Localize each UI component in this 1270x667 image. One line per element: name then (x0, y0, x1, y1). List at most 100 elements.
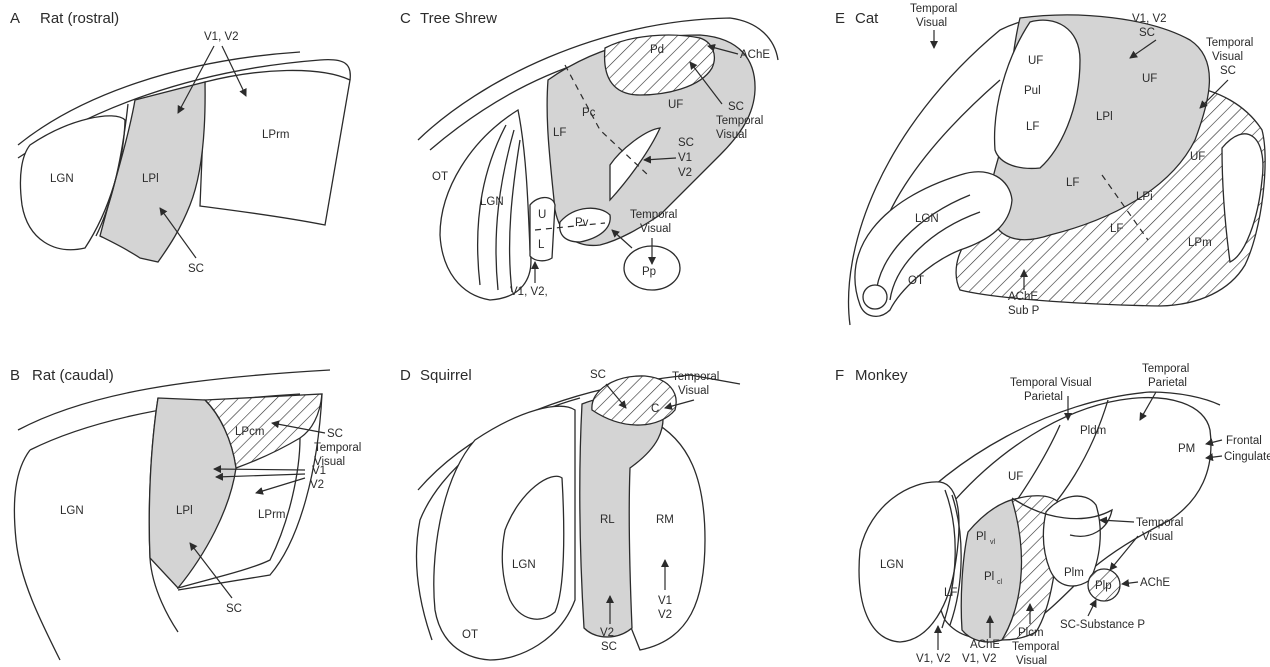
label-lgn: LGN (880, 559, 904, 571)
label-v2: V2 (310, 479, 324, 491)
label-visual: Visual (678, 385, 709, 397)
label-plc-main: Pl (984, 571, 994, 583)
label-lpi: LPi (1136, 191, 1153, 203)
label-v1v2b: V1, V2 (962, 653, 997, 665)
label-lf: LF (553, 127, 566, 139)
label-lpl: LPl (176, 505, 193, 517)
label-sc1: SC (728, 101, 744, 113)
label-rm: RM (656, 514, 674, 526)
label-uf: UF (668, 99, 683, 111)
label-plv-sub: vl (990, 539, 996, 546)
panel-c: C Tree Shrew Pd AChE SC Temporal Visual … (400, 10, 778, 300)
label-temporal: Temporal (672, 371, 719, 383)
label-sc-top: SC (590, 369, 606, 381)
label-temporal3: Temporal (1012, 641, 1059, 653)
label-lgn: LGN (60, 505, 84, 517)
label-uf1: UF (1028, 55, 1043, 67)
label-temporal1: Temporal (716, 115, 763, 127)
label-ache-right: AChE (1140, 577, 1170, 589)
label-cingulate: Cingulate (1224, 451, 1270, 463)
label-lgn: LGN (50, 173, 74, 185)
label-plv-main: Pl (976, 531, 986, 543)
label-plcm: Plcm (1018, 627, 1044, 639)
panel-f-letter: F (835, 367, 844, 384)
label-pul: Pul (1024, 85, 1041, 97)
panel-e-letter: E (835, 10, 845, 27)
panel-e-title: Cat (855, 10, 879, 27)
label-v1: V1 (658, 595, 672, 607)
label-pv: Pv (575, 217, 589, 229)
label-v2: V2 (678, 167, 692, 179)
label-subp: Sub P (1008, 305, 1040, 317)
label-pd: Pd (650, 44, 664, 56)
label-ache: AChE (970, 639, 1000, 651)
panel-a-letter: A (10, 10, 20, 27)
label-lgn: LGN (480, 196, 504, 208)
label-lgn: LGN (512, 559, 536, 571)
lprm-region (200, 70, 350, 225)
label-pc: Pc (582, 107, 596, 119)
panel-b: B Rat (caudal) LPcm SC Temporal Visual L… (10, 367, 361, 660)
label-v1v2: V1, V2, (510, 286, 548, 298)
label-v2b: V2 (658, 609, 672, 621)
label-sc-top: SC (327, 428, 343, 440)
panel-c-letter: C (400, 10, 411, 27)
label-pldm: Pldm (1080, 425, 1106, 437)
label-temporal: Temporal (314, 442, 361, 454)
label-plc-sub: cl (997, 579, 1003, 586)
label-frontal: Frontal (1226, 435, 1262, 447)
label-temporal2: Temporal (1206, 37, 1253, 49)
panel-a: A Rat (rostral) V1, V2 LPrm LGN LPl SC (10, 10, 350, 275)
label-uf3: UF (1190, 151, 1205, 163)
panel-b-title: Rat (caudal) (32, 367, 114, 384)
panel-c-title: Tree Shrew (420, 10, 497, 27)
label-lprm: LPrm (258, 509, 285, 521)
arrow-scsp-to-plp (1088, 600, 1096, 616)
panel-d-title: Squirrel (420, 367, 472, 384)
label-sc2: SC (1220, 65, 1236, 77)
label-scsp: SC-Substance P (1060, 619, 1145, 631)
panel-f-title: Monkey (855, 367, 908, 384)
label-lpm: LPm (1188, 237, 1212, 249)
label-u: U (538, 209, 546, 221)
label-ot: OT (908, 275, 924, 287)
label-lgn: LGN (915, 213, 939, 225)
label-sc2: SC (678, 137, 694, 149)
label-sc: SC (188, 263, 204, 275)
label-temporal1: Temporal (910, 3, 957, 15)
label-v1: V1 (312, 465, 326, 477)
label-uf: UF (1008, 471, 1023, 483)
label-v1v2: V1, V2 (1132, 13, 1167, 25)
label-lf1: LF (1026, 121, 1039, 133)
label-lf: LF (944, 587, 957, 599)
label-plm: Plm (1064, 567, 1084, 579)
label-v1: V1 (678, 152, 692, 164)
label-visual1: Visual (916, 17, 947, 29)
label-sc-bottom: SC (226, 603, 242, 615)
panel-f: F Monkey Temporal Visual Parietal Tempor… (835, 363, 1270, 667)
panel-b-letter: B (10, 367, 20, 384)
label-c: C (651, 403, 659, 415)
label-uf2: UF (1142, 73, 1157, 85)
label-sc-bottom: SC (601, 641, 617, 653)
label-visual2: Visual (1142, 531, 1173, 543)
panel-a-title: Rat (rostral) (40, 10, 119, 27)
label-parietal2: Parietal (1148, 377, 1187, 389)
label-tvis: Temporal Visual (1010, 377, 1092, 389)
lgn-boundary (14, 450, 60, 660)
label-v1v2: V1, V2 (916, 653, 951, 665)
label-visual3: Visual (1016, 655, 1047, 667)
label-pp: Pp (642, 266, 656, 278)
label-lf3: LF (1110, 223, 1123, 235)
label-v1v2: V1, V2 (204, 31, 239, 43)
label-lpl: LPl (142, 173, 159, 185)
label-visual1: Visual (716, 129, 747, 141)
u-l-region (530, 198, 555, 261)
label-lpl: LPl (1096, 111, 1113, 123)
label-temporal2: Temporal (1136, 517, 1183, 529)
label-temporal: Temporal (1142, 363, 1189, 375)
label-plp: Plp (1095, 580, 1112, 592)
panel-d: D Squirrel SC Temporal Visual C RL RM LG… (400, 367, 740, 660)
label-rl: RL (600, 514, 615, 526)
